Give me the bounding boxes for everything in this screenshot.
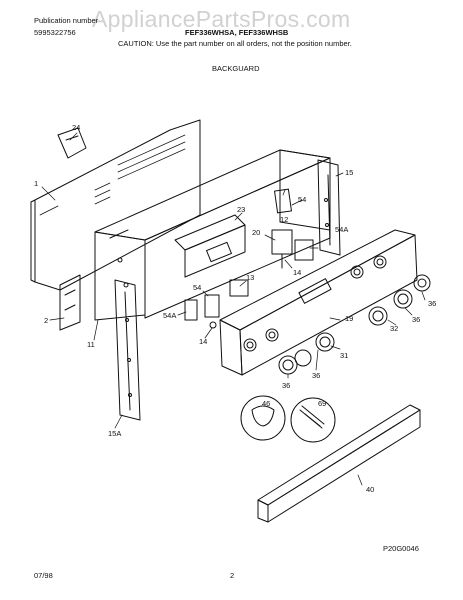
callout-54-lower: 54 — [193, 283, 201, 292]
clock-timer — [174, 214, 246, 278]
detail-knob-insert — [240, 395, 286, 441]
callout-11: 11 — [87, 340, 95, 349]
model-numbers: FEF336WHSA, FEF336WHSB — [185, 28, 289, 37]
footer-date: 07/98 — [34, 571, 53, 580]
publication-number: 5995322756 — [34, 28, 76, 37]
callout-40: 40 — [366, 485, 374, 494]
callout-69: 69 — [318, 399, 326, 408]
callout-14-lower: 14 — [199, 337, 207, 346]
figure-code: P20G0046 — [383, 544, 419, 553]
callout-19: 19 — [345, 314, 353, 323]
section-title: BACKGUARD — [212, 64, 260, 73]
side-trim-right — [317, 159, 341, 256]
callout-32: 32 — [390, 324, 398, 333]
page-number: 2 — [230, 571, 235, 580]
callout-15a: 15A — [108, 429, 121, 438]
control-knobs — [278, 274, 431, 375]
callout-54a-lower: 54A — [163, 311, 176, 320]
leader-lines — [41, 132, 426, 486]
control-panel — [219, 229, 418, 376]
callout-23: 23 — [237, 205, 245, 214]
callout-15: 15 — [345, 168, 353, 177]
detail-screw — [290, 397, 336, 443]
mounting-bracket — [59, 274, 81, 331]
switch-cluster-upper — [271, 188, 314, 269]
callout-46: 46 — [262, 399, 270, 408]
part-24 — [57, 127, 87, 159]
callout-36-middle: 36 — [312, 371, 320, 380]
callout-2: 2 — [44, 316, 48, 325]
callout-14-upper: 14 — [293, 268, 301, 277]
back-panel — [30, 119, 201, 291]
callout-36-right: 36 — [412, 315, 420, 324]
callout-24: 24 — [72, 123, 80, 132]
front-trim — [257, 404, 421, 523]
callout-54-upper: 54 — [298, 195, 306, 204]
callout-13: 13 — [246, 273, 254, 282]
watermark: AppliancePartsPros.com — [92, 6, 351, 32]
caution-note: CAUTION: Use the part number on all orde… — [118, 39, 352, 48]
callout-12: 12 — [280, 215, 288, 224]
callout-36-far-right: 36 — [428, 299, 436, 308]
callout-31: 31 — [340, 351, 348, 360]
callout-36-left: 36 — [282, 381, 290, 390]
callout-1: 1 — [34, 179, 38, 188]
callout-20: 20 — [252, 228, 260, 237]
callout-labels: 1 24 2 11 15A 15 23 54 12 20 54A 14 13 5… — [34, 123, 436, 494]
side-trim-left — [114, 279, 141, 421]
publication-label: Publication number — [34, 16, 99, 25]
switch-cluster-lower — [184, 279, 249, 329]
callout-54a-upper: 54A — [335, 225, 348, 234]
